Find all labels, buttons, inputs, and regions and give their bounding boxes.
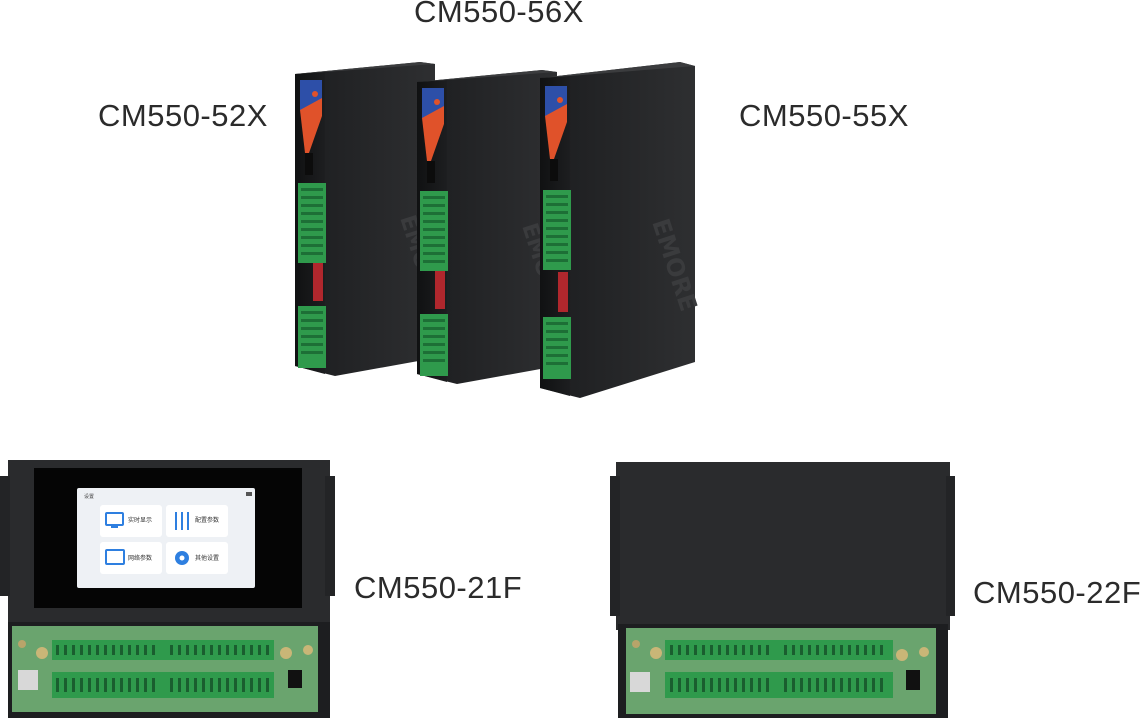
terminal-row-bottom — [665, 672, 893, 698]
screen-tile-network: 网络参数 — [100, 542, 162, 574]
screen-tile-realtime: 实时显示 — [100, 505, 162, 537]
rj45-port-icon — [630, 672, 650, 692]
antenna-connector-icon — [280, 647, 292, 659]
svg-text:其他设置: 其他设置 — [195, 554, 219, 562]
screen-tile-other: 其他设置 — [166, 542, 228, 574]
power-switch-icon — [288, 670, 302, 688]
antenna-connector-icon — [18, 640, 26, 648]
monitor-icon — [105, 512, 124, 526]
screen-title: 设置 — [84, 493, 94, 500]
antenna-connector-icon — [896, 649, 908, 661]
terminal-block-top — [298, 183, 326, 263]
label-cm550-56x: CM550-56X — [414, 0, 584, 29]
touch-screen: 设置 实时显示 配置参数 网络参数 其他设置 — [77, 488, 255, 588]
device-cm550-22f — [610, 462, 955, 718]
antenna-connector-icon — [650, 647, 662, 659]
antenna-connector-icon — [632, 640, 640, 648]
svg-text:实时显示: 实时显示 — [128, 516, 152, 524]
network-icon — [105, 549, 125, 565]
antenna-connector-icon — [36, 647, 48, 659]
terminal-block-bottom — [298, 306, 326, 368]
antenna-connector-icon — [303, 645, 313, 655]
svg-text:网络参数: 网络参数 — [128, 554, 152, 562]
housing-top — [616, 462, 950, 630]
label-cm550-55x: CM550-55X — [739, 98, 909, 133]
module-cm550-55x: EMORE — [540, 62, 702, 398]
antenna-connector-icon — [919, 647, 929, 657]
power-switch-icon — [906, 670, 920, 690]
label-cm550-21f: CM550-21F — [354, 570, 523, 605]
din-module-group: EMORE EMORE — [295, 62, 702, 398]
label-cm550-22f: CM550-22F — [973, 575, 1142, 610]
label-cm550-52x: CM550-52X — [98, 98, 268, 133]
screen-tile-config: 配置参数 — [166, 505, 228, 537]
signal-icon — [246, 492, 252, 496]
device-cm550-21f: 设置 实时显示 配置参数 网络参数 其他设置 — [0, 460, 335, 718]
svg-text:配置参数: 配置参数 — [195, 516, 219, 524]
terminal-row-top — [52, 640, 274, 660]
terminal-row-top — [665, 640, 893, 660]
sliders-icon — [175, 512, 189, 530]
rj45-port-icon — [18, 670, 38, 690]
terminal-row-bottom — [52, 672, 274, 698]
pcb-board — [12, 626, 318, 712]
